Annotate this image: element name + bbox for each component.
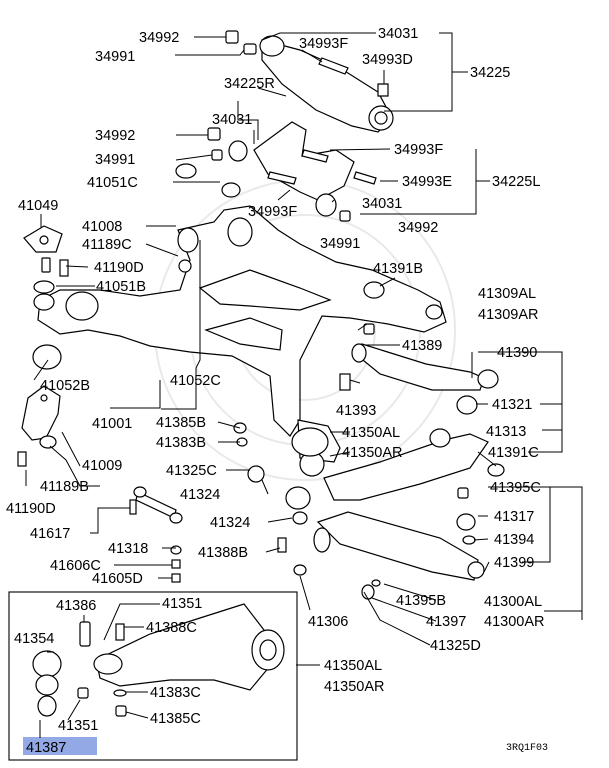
part-label[interactable]: 34993F [248, 204, 297, 220]
part-label[interactable]: 41321 [492, 397, 532, 413]
part-label[interactable]: 41051B [96, 279, 146, 295]
part-label[interactable]: 34991 [320, 236, 360, 252]
part-label[interactable]: 41313 [486, 424, 526, 440]
lower-arm-41300 [277, 486, 485, 600]
part-label[interactable]: 34993F [394, 142, 443, 158]
part-label[interactable]: 41350AL [342, 425, 400, 441]
part-label[interactable]: 41008 [82, 219, 122, 235]
part-label[interactable]: 41324 [180, 487, 220, 503]
part-label[interactable]: 41306 [308, 614, 348, 630]
part-label[interactable]: 41388C [146, 620, 197, 636]
part-label[interactable]: 41350AR [342, 445, 402, 461]
part-label[interactable]: 41309AL [478, 286, 536, 302]
part-label[interactable]: 41605D [92, 571, 143, 587]
part-label[interactable]: 34225L [492, 174, 540, 190]
part-label[interactable]: 41350AL [324, 658, 382, 674]
part-label[interactable]: 41189B [40, 479, 89, 495]
stabilizer-link-41617 [129, 486, 183, 583]
part-label[interactable]: 34993E [402, 174, 452, 190]
part-label[interactable]: 34992 [398, 220, 438, 236]
part-label[interactable]: 41001 [92, 416, 132, 432]
part-label[interactable]: 34993F [299, 36, 348, 52]
upper-arm-34225L [207, 121, 377, 222]
part-label[interactable]: 41395C [490, 480, 541, 496]
part-label[interactable]: 34991 [95, 49, 135, 65]
part-label[interactable]: 41325C [166, 463, 217, 479]
part-label[interactable]: 41354 [14, 631, 54, 647]
part-label[interactable]: 41393 [336, 403, 376, 419]
part-label-highlighted[interactable]: 41387 [26, 740, 66, 756]
bracket-41009 [17, 385, 61, 467]
highlight-box [23, 737, 97, 755]
part-label[interactable]: 41051C [87, 175, 138, 191]
part-label[interactable]: 34992 [95, 128, 135, 144]
lower-arm-41309 [339, 323, 499, 415]
trailing-arm-inset-41350 [32, 603, 285, 717]
part-label[interactable]: 41399 [494, 555, 534, 571]
part-label[interactable]: 41351 [58, 718, 98, 734]
part-label[interactable]: 41617 [30, 526, 70, 542]
leader-lines [25, 32, 583, 738]
part-label[interactable]: 41383C [150, 685, 201, 701]
part-label[interactable]: 41388B [198, 545, 248, 561]
bracket-41049 [23, 225, 192, 370]
inset-frame [8, 591, 298, 761]
trailing-arm-41313 [233, 422, 505, 501]
part-label[interactable]: 41386 [56, 598, 96, 614]
part-label[interactable]: 41317 [494, 509, 534, 525]
part-label[interactable]: 41394 [494, 532, 534, 548]
part-label[interactable]: 34225R [224, 76, 275, 92]
part-label[interactable]: 41350AR [324, 679, 384, 695]
part-label[interactable]: 34991 [95, 152, 135, 168]
part-label[interactable]: 41395B [396, 593, 446, 609]
part-label[interactable]: 41052C [170, 373, 221, 389]
diagram-code: 3RQ1F03 [506, 743, 548, 754]
part-label[interactable]: 34031 [362, 196, 402, 212]
part-label[interactable]: 41190D [6, 501, 56, 517]
part-label[interactable]: 41391B [373, 261, 423, 277]
part-label[interactable]: 41397 [426, 614, 466, 630]
part-label[interactable]: 41009 [82, 458, 122, 474]
part-label[interactable]: 41189C [82, 237, 132, 253]
part-label[interactable]: 41052B [40, 378, 90, 394]
part-label[interactable]: 41300AR [484, 614, 544, 630]
part-label[interactable]: 34993D [362, 52, 413, 68]
part-labels: 34992 34991 34031 34993F 34993D 34225 34… [6, 26, 548, 756]
part-label[interactable]: 41049 [18, 198, 58, 214]
part-label[interactable]: 41391C [488, 445, 539, 461]
part-label[interactable]: 41389 [402, 338, 442, 354]
part-label[interactable]: 41309AR [478, 307, 538, 323]
upper-arm-34225 [225, 30, 394, 133]
part-label[interactable]: 41351 [162, 596, 202, 612]
part-label[interactable]: 41324 [210, 515, 250, 531]
part-label[interactable]: 41606C [50, 558, 101, 574]
part-label[interactable]: 34992 [139, 30, 179, 46]
part-label[interactable]: 34031 [212, 112, 252, 128]
part-label[interactable]: 41325D [430, 638, 481, 654]
part-label[interactable]: 41300AL [484, 594, 542, 610]
part-label[interactable]: 34031 [378, 26, 418, 42]
part-label[interactable]: 41385B [156, 415, 206, 431]
part-label[interactable]: 34225 [470, 65, 510, 81]
part-label[interactable]: 41383B [156, 435, 206, 451]
part-label[interactable]: 41190D [94, 260, 144, 276]
part-label[interactable]: 41318 [108, 541, 148, 557]
part-label[interactable]: 41385C [150, 711, 201, 727]
part-label[interactable]: 41390 [497, 345, 537, 361]
